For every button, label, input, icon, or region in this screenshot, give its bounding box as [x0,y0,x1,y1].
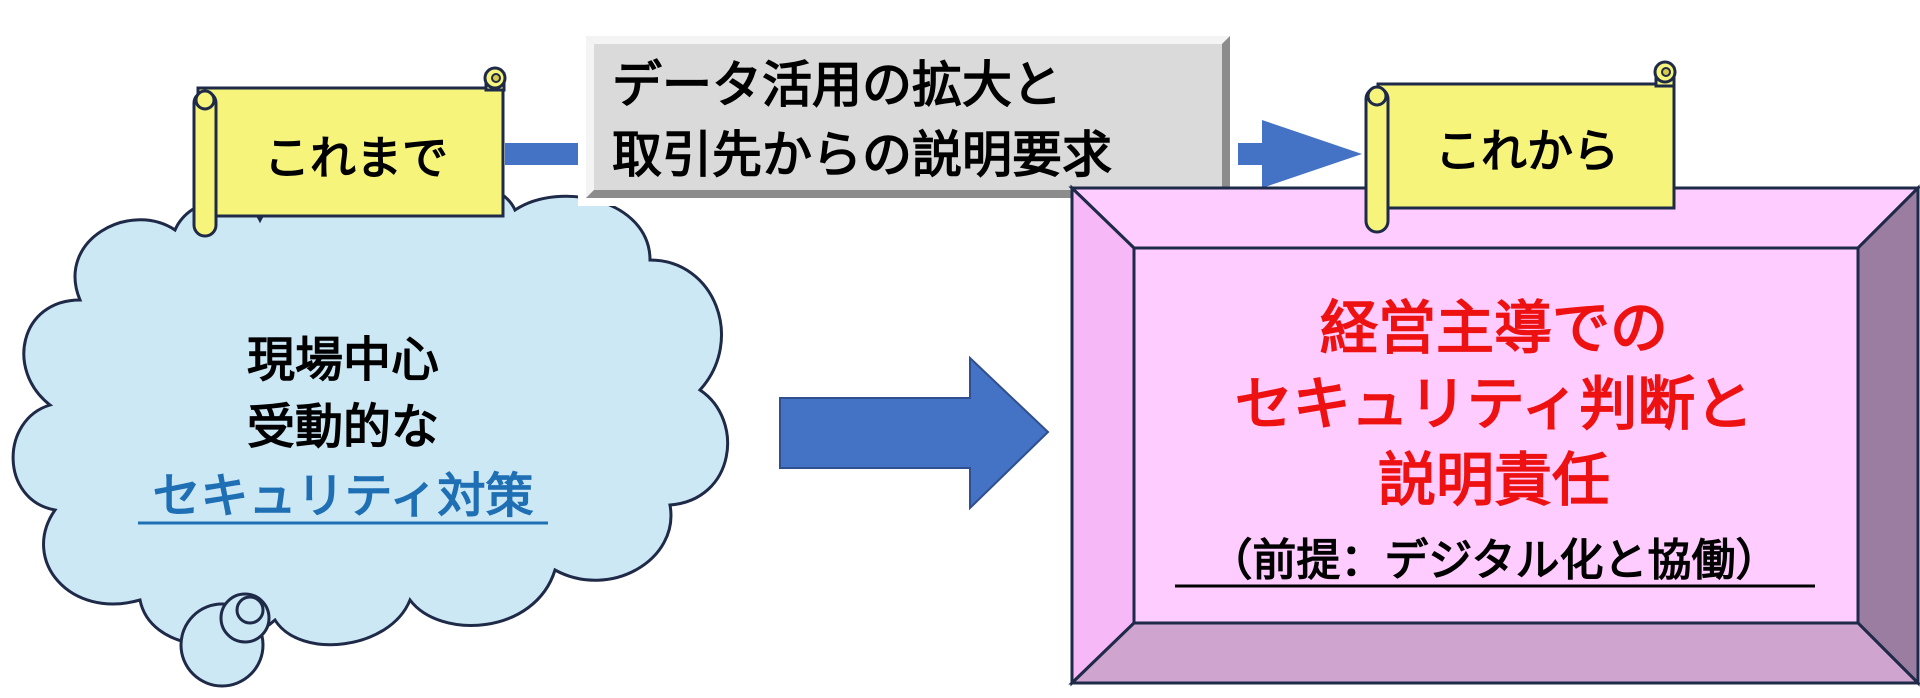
driver-box: データ活用の拡大と 取引先からの説明要求 [578,28,1238,206]
future-line-2: セキュリティ判断と [1235,370,1754,438]
future-line-3: 説明責任 [1378,446,1610,514]
scroll-banner-before: これまで [192,66,507,238]
future-frame: 経営主導での セキュリティ判断と 説明責任 （前提：デジタル化と協働） [1068,184,1920,687]
transition-arrow [779,355,1050,511]
driver-box-line-1: データ活用の拡大と [612,56,1062,114]
driver-box-line-2: 取引先からの説明要求 [612,126,1112,184]
future-line-1: 経営主導での [1320,294,1668,362]
scroll-after-label: これから [1435,124,1619,178]
thought-bubble-small [235,595,265,625]
future-note: （前提：デジタル化と協働） [1208,535,1779,586]
scroll-before-label: これまで [264,131,448,185]
thought-cloud: 現場中心 受動的な セキュリティ対策 [11,178,730,688]
cloud-line-3: セキュリティ対策 [152,468,533,524]
cloud-line-2: 受動的な [247,399,439,455]
scroll-banner-after: これから [1364,60,1677,234]
cloud-line-1: 現場中心 [247,332,439,388]
